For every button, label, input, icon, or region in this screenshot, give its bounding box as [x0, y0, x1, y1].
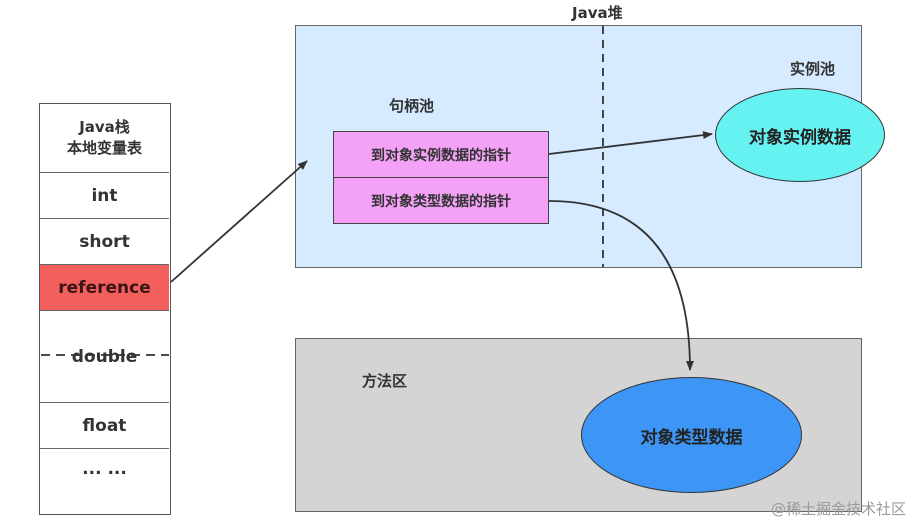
java-stack-table: Java栈 本地变量表 int short reference double f… [39, 103, 171, 515]
watermark: @稀土掘金技术社区 [770, 500, 906, 518]
stack-item-label: short [79, 231, 130, 252]
method-area-title: 方法区 [362, 372, 408, 390]
stack-item-label: float [82, 415, 127, 436]
stack-subtitle: 本地变量表 [66, 139, 142, 157]
stack-item-label: int [91, 185, 118, 206]
type-data-object: 对象类型数据 [581, 377, 802, 493]
instance-data-pointer-label: 到对象实例数据的指针 [371, 147, 511, 164]
stack-title: Java栈 [79, 118, 130, 136]
stack-item-label: ... ... [82, 459, 127, 479]
reference-to-handle-arrow [170, 160, 308, 283]
instance-data-object-label: 对象实例数据 [749, 127, 851, 148]
stack-item-int: int [40, 172, 169, 218]
instance-data-object: 对象实例数据 [715, 88, 885, 182]
instance-data-pointer: 到对象实例数据的指针 [333, 131, 549, 178]
stack-item-reference: reference [40, 264, 169, 310]
handle-pool-title: 句柄池 [389, 97, 435, 115]
stack-item-short: short [40, 218, 169, 264]
stack-item-double: double [40, 310, 169, 402]
instance-pool-title: 实例池 [790, 60, 836, 78]
type-data-object-label: 对象类型数据 [640, 427, 743, 448]
stack-header: Java栈 本地变量表 [40, 104, 169, 172]
heap-title: Java堆 [572, 4, 623, 22]
stack-item-label: reference [58, 277, 151, 298]
type-pointer-arrow [548, 200, 694, 371]
type-data-pointer: 到对象类型数据的指针 [333, 177, 549, 224]
stack-item-float: float [40, 402, 169, 448]
stack-item-ellipsis: ... ... [40, 448, 169, 514]
instance-pointer-arrow [548, 131, 713, 155]
type-data-pointer-label: 到对象类型数据的指针 [371, 193, 511, 210]
stack-item-label: double [71, 346, 138, 367]
